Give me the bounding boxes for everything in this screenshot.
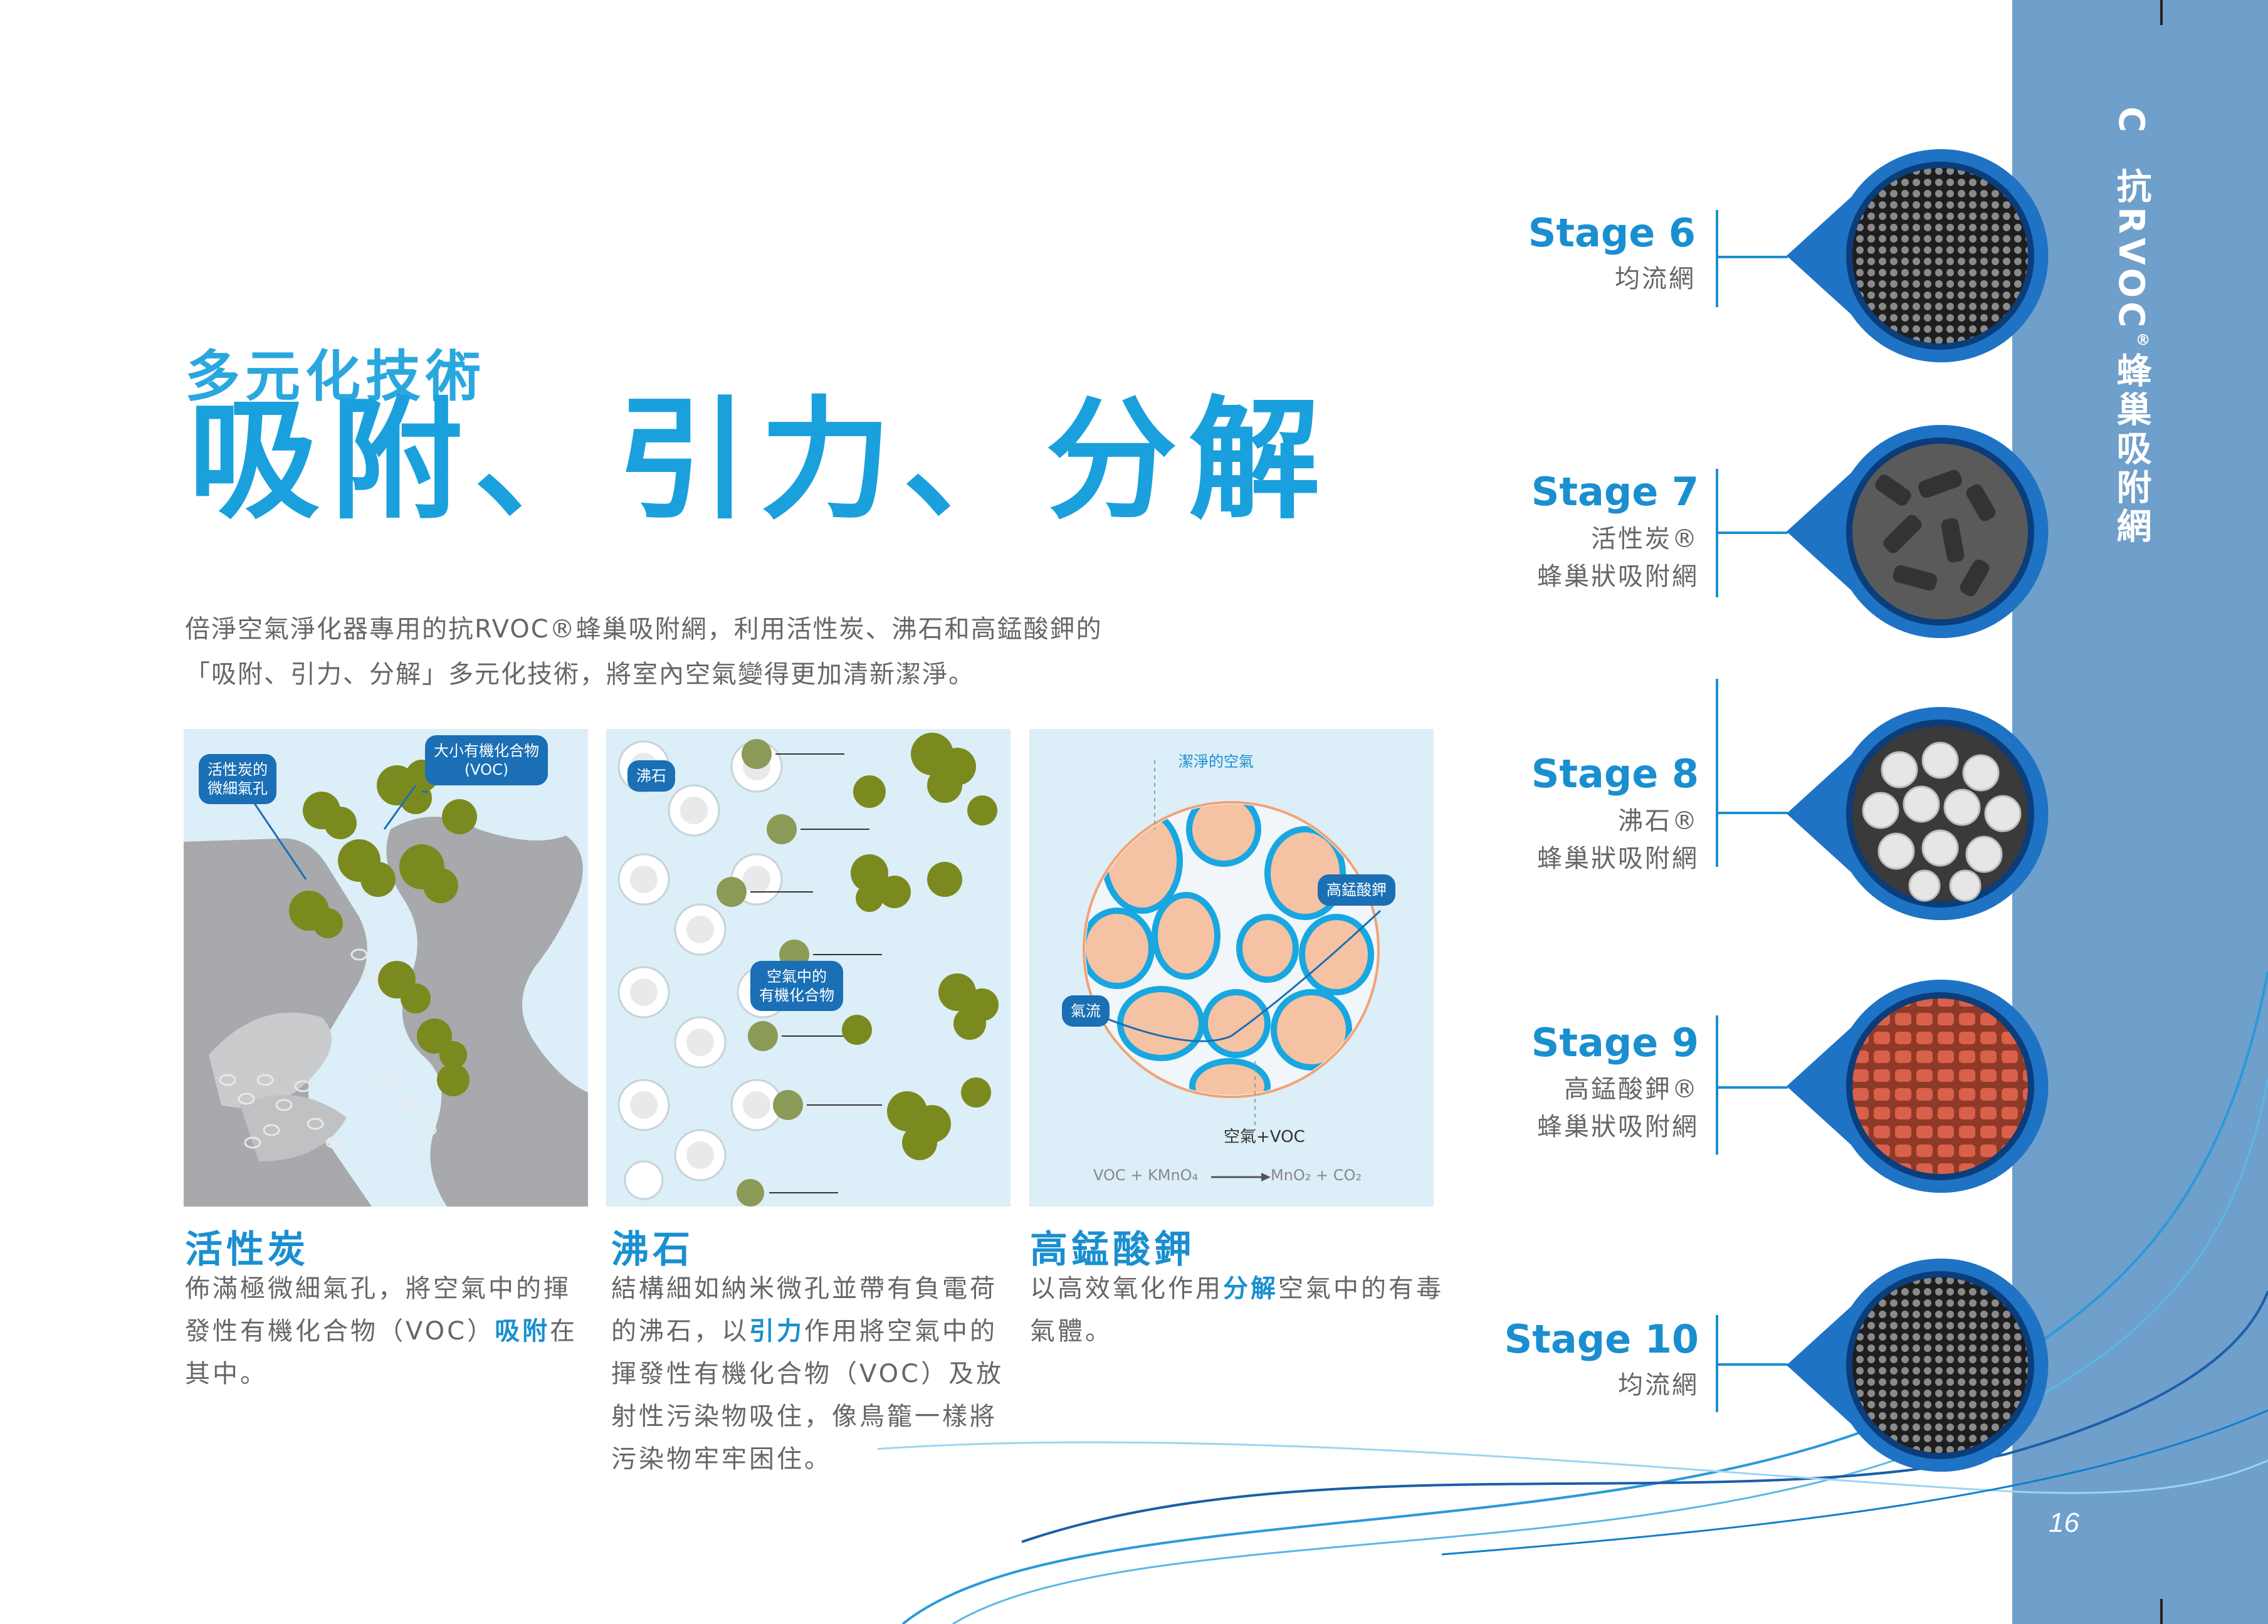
permanganate-section-body: 以高效氧化作用分解空氣中的有毒 氣體。 xyxy=(1030,1274,1444,1346)
page-subtitle: 多元化技術 xyxy=(185,344,486,409)
stage-7-label: Stage 7 xyxy=(1531,469,1699,515)
label-clean-air: 潔淨的空氣 xyxy=(1179,753,1254,770)
stage-8-desc: 沸石®蜂巢狀吸附網 xyxy=(1537,807,1699,873)
stage-9-label: Stage 9 xyxy=(1531,1020,1699,1066)
carbon-section-title: 活性炭 xyxy=(185,1228,309,1272)
stage-6-bracket xyxy=(1716,210,1718,307)
permanganate-section-title: 高錳酸鉀 xyxy=(1030,1228,1195,1272)
stage-7-leader xyxy=(1716,532,1788,534)
stage-9-permanganate-icon xyxy=(1787,980,2049,1193)
stage-10-leader xyxy=(1716,1363,1788,1366)
stage-10-mesh-icon xyxy=(1787,1259,2049,1472)
stage-9-desc: 高錳酸鉀®蜂巢狀吸附網 xyxy=(1537,1075,1699,1141)
stage-7-desc: 活性炭®蜂巢狀吸附網 xyxy=(1537,525,1699,591)
formula-reactants: VOC + KMnO₄ xyxy=(1093,1166,1199,1184)
stage-6-mesh-icon xyxy=(1787,149,2049,362)
intro-line-1: 倍淨空氣淨化器專用的抗RVOC®蜂巢吸附網，利用活性炭、沸石和高錳酸鉀的 xyxy=(185,615,1103,644)
stage-8-bracket xyxy=(1716,679,1718,867)
sidebar-band xyxy=(2012,0,2268,1624)
page-title: 吸附、引力、分解 xyxy=(188,384,1332,537)
tag-zeolite: 沸石 xyxy=(627,760,675,792)
permanganate-structure-graphic xyxy=(1073,760,1382,1181)
stage-8-label: Stage 8 xyxy=(1531,751,1699,797)
intro-line-2: 「吸附、引力、分解」多元化技術，將室內空氣變得更加清新潔淨。 xyxy=(185,660,975,689)
tag-airflow: 氣流 xyxy=(1062,995,1110,1027)
stage-9-leader xyxy=(1716,1086,1788,1089)
crop-mark-top xyxy=(2160,0,2163,25)
formula-products: MnO₂ + CO₂ xyxy=(1271,1166,1362,1184)
carbon-illustration: 活性炭的微細氣孔 大小有機化合物(VOC) xyxy=(184,729,588,1207)
crop-mark-bottom xyxy=(2160,1599,2163,1624)
tag-organic-compounds: 空氣中的有機化合物 xyxy=(750,961,843,1011)
tag-potassium-permanganate: 高錳酸鉀 xyxy=(1318,874,1395,906)
stage-10-desc: 均流網 xyxy=(1618,1371,1699,1400)
zeolite-illustration: 沸石 空氣中的有機化合物 xyxy=(606,729,1011,1207)
label-air-voc: 空氣+VOC xyxy=(1224,1128,1305,1146)
zeolite-section-title: 沸石 xyxy=(611,1228,694,1272)
permanganate-illustration: 潔淨的空氣 高錳酸鉀 氣流 空氣+VOC VOC + KMnO₄ MnO₂ + … xyxy=(1029,729,1434,1207)
tag-carbon-pores: 活性炭的微細氣孔 xyxy=(199,754,276,804)
stage-6-leader xyxy=(1716,256,1788,258)
stage-7-carbon-icon xyxy=(1787,425,2049,638)
stage-8-zeolite-icon xyxy=(1787,707,2049,920)
stage-8-leader xyxy=(1716,812,1788,814)
section-side-title: C 抗RVOC®蜂巢吸附網 xyxy=(2111,107,2152,547)
carbon-structure-graphic xyxy=(184,760,588,1207)
carbon-section-body: 佈滿極微細氣孔，將空氣中的揮 發性有機化合物（VOC）吸附在 其中。 xyxy=(185,1274,578,1388)
page-number: 16 xyxy=(2049,1507,2079,1538)
stage-10-label: Stage 10 xyxy=(1504,1316,1699,1362)
tag-voc-compounds: 大小有機化合物(VOC) xyxy=(425,735,548,785)
stage-6-desc: 均流網 xyxy=(1615,265,1696,293)
decorative-swoosh-lines xyxy=(878,971,2268,1624)
zeolite-section-body: 結構細如納米微孔並帶有負電荷 的沸石，以引力作用將空氣中的 揮發性有機化合物（V… xyxy=(611,1274,1004,1474)
intro-paragraph: 倍淨空氣淨化器專用的抗RVOC®蜂巢吸附網，利用活性炭、沸石和高錳酸鉀的 「吸附… xyxy=(185,607,1125,697)
stage-9-bracket xyxy=(1716,1015,1718,1155)
stage-6-label: Stage 6 xyxy=(1528,210,1696,256)
